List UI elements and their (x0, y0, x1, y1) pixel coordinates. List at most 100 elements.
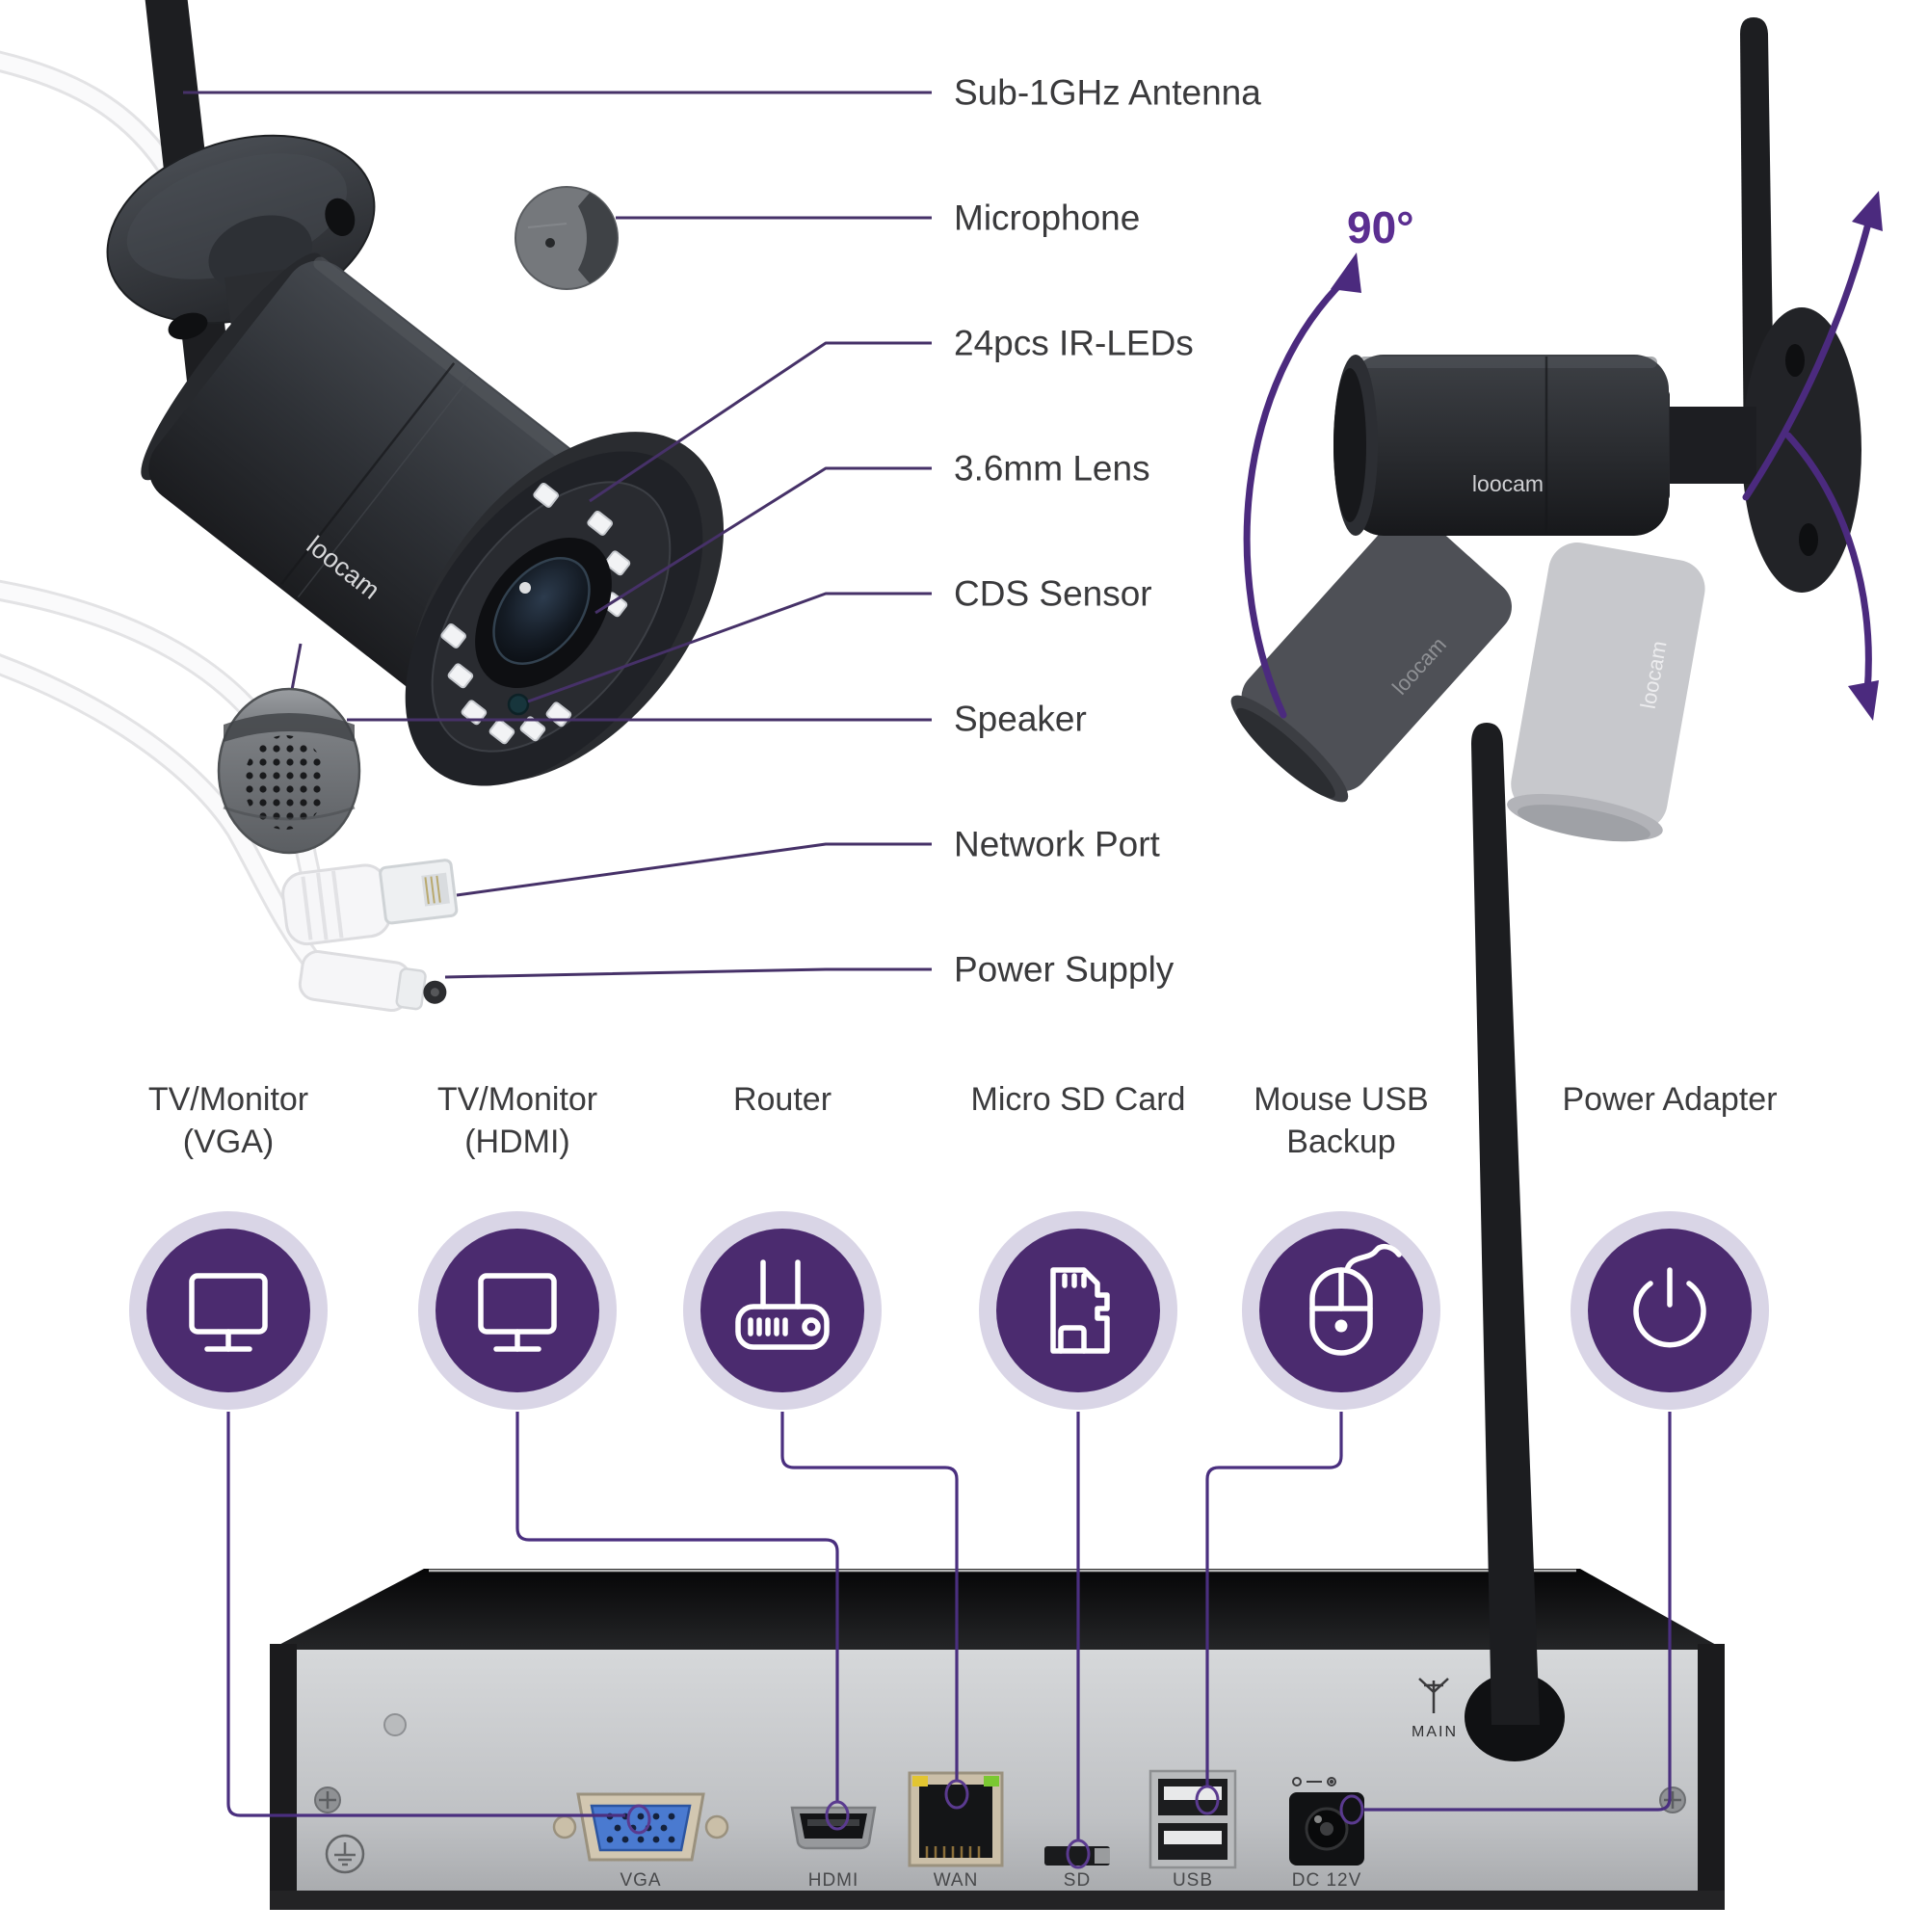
power-supply-connector (298, 950, 447, 1013)
router-icon (683, 1211, 882, 1410)
rotation-camera-solid: loocam (1333, 307, 1861, 593)
lens-glint (519, 582, 531, 594)
peripheral-label-mouse-2: Backup (1286, 1124, 1395, 1160)
brand-logo: loocam (1472, 471, 1544, 496)
nvr-top-face (270, 1569, 1725, 1650)
callout-sub1ghz-antenna: Sub-1GHz Antenna (954, 73, 1261, 113)
leader-network-port (456, 842, 932, 897)
connector-hdmi-marker (825, 1800, 850, 1831)
ir-led (533, 482, 559, 508)
peripheral-label-tv-vga-1: TV/Monitor (148, 1081, 308, 1118)
microphone-hole (545, 238, 555, 248)
rotation-angle-label: 90° (1347, 202, 1414, 252)
nvr-unit: MAIN (270, 723, 1725, 1910)
port-wan (908, 1771, 1004, 1867)
camera-front (405, 432, 725, 786)
port-label-dc12v: DC 12V (1292, 1870, 1362, 1891)
ir-led (587, 510, 613, 536)
leader-ir-leds (589, 341, 932, 503)
rotation-arrow-left-head (1331, 252, 1361, 293)
connector-sd-marker (1066, 1839, 1091, 1869)
ir-led (519, 716, 546, 742)
rotation-arrow-top-right (1742, 216, 1873, 501)
port-dc12v (1289, 1777, 1364, 1866)
rotation-arrow-bottom-right-head (1848, 680, 1879, 721)
ir-led (440, 622, 466, 648)
panel-screw (383, 1713, 407, 1736)
speaker-grille (244, 735, 327, 830)
connector-wan-marker (944, 1779, 969, 1810)
leader-cds-sensor (527, 592, 932, 703)
speaker-stem-line (290, 643, 303, 691)
connector-power (1364, 1412, 1672, 1812)
peripheral-label-power: Power Adapter (1562, 1081, 1777, 1118)
nvr-bottom-strip (270, 1891, 1725, 1910)
peripheral-row: TV/Monitor (VGA) TV/Monitor (HDMI) Route… (129, 1081, 1778, 1410)
connector-vga-marker (626, 1804, 651, 1835)
camera-lens (492, 557, 591, 665)
peripheral-label-tv-vga-2: (VGA) (183, 1124, 274, 1160)
mount-screw-hole (325, 198, 356, 237)
ghost-camera-mid: loocam (1230, 513, 1512, 803)
callout-labels: Sub-1GHz Antenna Microphone 24pcs IR-LED… (954, 73, 1261, 990)
connector-lines (226, 1412, 1672, 1869)
callout-speaker: Speaker (954, 700, 1087, 739)
main-antenna-symbol (1418, 1678, 1449, 1713)
ground-symbol (325, 1834, 365, 1874)
network-port-connector (281, 859, 459, 946)
callout-leader-lines (183, 91, 932, 979)
ir-led (488, 719, 515, 745)
leader-lens (594, 466, 932, 615)
port-label-hdmi: HDMI (808, 1870, 859, 1891)
microphone-detail-inset (515, 186, 619, 290)
connector-hdmi (515, 1412, 839, 1802)
mouse-icon (1242, 1211, 1440, 1410)
rotation-arrow-top-right-head (1852, 191, 1883, 231)
mount-cable (0, 53, 173, 173)
peripheral-label-tv-hdmi-2: (HDMI) (464, 1124, 570, 1160)
rotation-arrow-bottom-right (1784, 432, 1872, 696)
connector-usb (1205, 1412, 1343, 1786)
callout-ir-leds: 24pcs IR-LEDs (954, 324, 1194, 363)
monitor-vga-icon (129, 1211, 328, 1410)
panel-screw (314, 1786, 341, 1813)
peripheral-label-tv-hdmi-1: TV/Monitor (437, 1081, 597, 1118)
connector-usb-marker (1195, 1785, 1220, 1815)
ir-led (447, 663, 474, 689)
peripheral-label-mouse-1: Mouse USB (1254, 1081, 1428, 1118)
callout-cds-sensor: CDS Sensor (954, 574, 1152, 614)
ghost-camera-light: loocam (1507, 543, 1705, 842)
camera-illustration: loocam (106, 0, 725, 855)
peripheral-label-router: Router (733, 1081, 832, 1118)
rotation-arrow-left (1243, 274, 1351, 719)
speaker-detail-inset (217, 643, 361, 855)
callout-network-port: Network Port (954, 825, 1161, 864)
peripheral-label-sd: Micro SD Card (971, 1081, 1186, 1118)
connector-wan (780, 1412, 959, 1781)
main-antenna-label: MAIN (1412, 1724, 1458, 1740)
port-sd (1044, 1846, 1110, 1866)
port-label-vga: VGA (620, 1870, 661, 1891)
callout-lens: 3.6mm Lens (954, 449, 1150, 489)
port-usb (1148, 1769, 1237, 1869)
sd-card-icon (979, 1211, 1177, 1410)
nvr-right-rail (1698, 1644, 1725, 1908)
port-label-sd: SD (1064, 1870, 1091, 1891)
rotation-diagram: loocam loocam loocam 90 (1230, 17, 1883, 842)
wan-led-yellow (912, 1776, 928, 1786)
leader-power-supply (444, 967, 932, 979)
power-icon (1571, 1211, 1769, 1410)
callout-power-supply: Power Supply (954, 950, 1175, 990)
connector-vga (226, 1412, 625, 1817)
port-label-wan: WAN (934, 1870, 979, 1891)
callout-microphone: Microphone (954, 198, 1140, 238)
cds-sensor (507, 693, 530, 716)
nvr-antenna (1471, 723, 1540, 1725)
connector-power-marker (1339, 1794, 1364, 1825)
wan-led-green (984, 1776, 999, 1786)
nvr-left-rail (270, 1644, 297, 1908)
ir-led (604, 550, 631, 576)
port-label-usb: USB (1173, 1870, 1213, 1891)
